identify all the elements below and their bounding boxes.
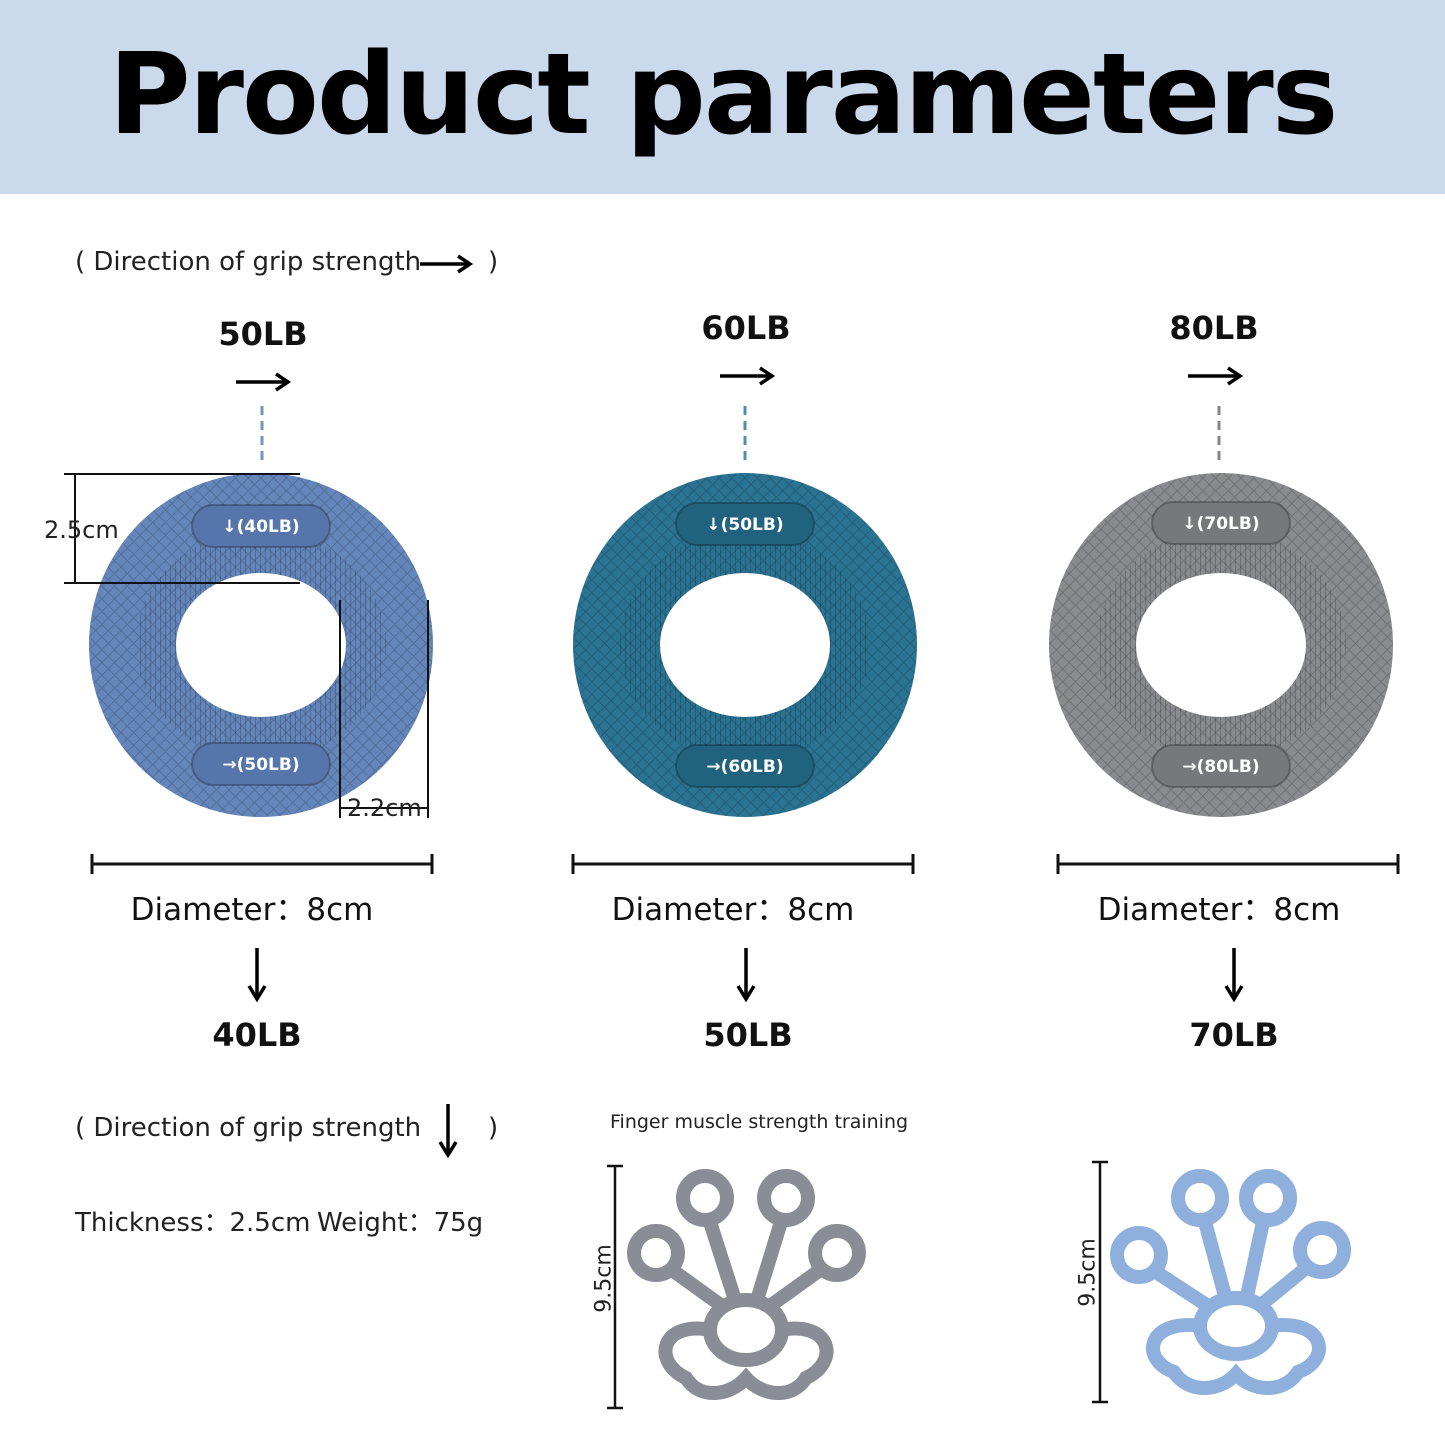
width-dimension-label: 2.2cm xyxy=(347,794,422,822)
direction-note-top-close: ) xyxy=(488,247,499,277)
ring2-diameter-bar xyxy=(571,854,915,874)
finger-trainer-blue xyxy=(1110,1169,1351,1395)
ring1-bottom-label: 40LB xyxy=(212,1016,302,1054)
finger-trainer-caption: Finger muscle strength training xyxy=(610,1111,909,1133)
direction-note-bottom: ( Direction of grip strength xyxy=(75,1113,422,1143)
ring3-diameter: Diameter：8cm xyxy=(1097,892,1341,928)
ring3-bottom-label: 70LB xyxy=(1189,1016,1279,1054)
header-banner xyxy=(0,0,1445,194)
page-title: Product parameters xyxy=(108,30,1339,160)
direction-note-bottom-close: ) xyxy=(488,1113,499,1143)
ring2-top-label: 60LB xyxy=(701,309,791,347)
ring3-down-arrow-icon xyxy=(1224,948,1244,1003)
ring2-diameter: Diameter：8cm xyxy=(611,892,855,928)
finger-trainer1-height-bar xyxy=(607,1164,623,1410)
ring2-down-arrow-icon xyxy=(736,948,756,1003)
ring1-top-marking: ↓(40LB) xyxy=(222,517,299,537)
ring1-down-arrow-icon xyxy=(247,948,267,1003)
height-dimension-label: 2.5cm xyxy=(44,516,119,544)
finger-trainer2-height-bar xyxy=(1092,1160,1108,1404)
ring2-bottom-marking: →(60LB) xyxy=(706,757,783,777)
thickness-spec: Thickness：2.5cm xyxy=(75,1208,311,1238)
grip-ring-blue: ↓(40LB) →(50LB) xyxy=(89,473,433,817)
ring3-bottom-marking: →(80LB) xyxy=(1182,757,1259,777)
grip-ring-teal: ↓(50LB) →(60LB) xyxy=(573,473,917,817)
ring2-bottom-label: 50LB xyxy=(703,1016,793,1054)
finger-trainer2-height-label: 9.5cm xyxy=(1075,1238,1101,1307)
height-dimension-marker xyxy=(64,473,300,584)
ring1-top-label: 50LB xyxy=(218,315,308,353)
ring2-top-marking: ↓(50LB) xyxy=(706,515,783,535)
right-arrow-icon xyxy=(420,254,474,274)
finger-trainer-gray xyxy=(627,1169,866,1400)
ring1-diameter-bar xyxy=(90,854,434,874)
direction-note-top: ( Direction of grip strength xyxy=(75,247,422,277)
down-arrow-icon xyxy=(438,1104,458,1159)
width-dimension-marker xyxy=(339,600,429,818)
ring3-top-label: 80LB xyxy=(1169,309,1259,347)
ring1-bottom-marking: →(50LB) xyxy=(222,755,299,775)
ring1-diameter: Diameter：8cm xyxy=(130,892,374,928)
grip-ring-gray: ↓(70LB) →(80LB) xyxy=(1049,473,1393,817)
finger-trainer1-height-label: 9.5cm xyxy=(591,1244,617,1313)
ring1-arrow-icon xyxy=(236,372,292,392)
weight-spec: Weight：75g xyxy=(317,1208,484,1238)
ring3-arrow-icon xyxy=(1188,366,1244,386)
ring2-arrow-icon xyxy=(720,366,776,386)
ring3-top-marking: ↓(70LB) xyxy=(1182,514,1259,534)
ring3-diameter-bar xyxy=(1056,854,1400,874)
